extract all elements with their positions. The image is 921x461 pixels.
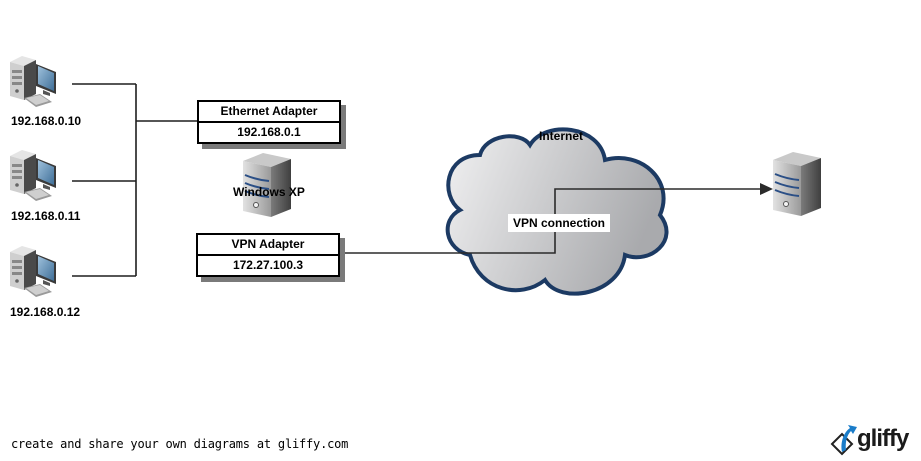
ethernet-adapter-title: Ethernet Adapter bbox=[199, 102, 339, 123]
client-ip-3: 192.168.0.12 bbox=[10, 305, 81, 319]
client-ip-1: 192.168.0.10 bbox=[11, 114, 82, 128]
vpn-connection-label: VPN connection bbox=[508, 214, 611, 232]
workstation-icon-1 bbox=[10, 56, 56, 107]
ethernet-adapter-ip: 192.168.0.1 bbox=[237, 125, 301, 139]
workstation-icon-2 bbox=[10, 150, 56, 201]
client-ip-2: 192.168.0.11 bbox=[11, 209, 81, 223]
vpn-adapter-title: VPN Adapter bbox=[198, 235, 338, 256]
arrow-head-icon bbox=[760, 183, 773, 195]
cloud-label: Internet bbox=[539, 129, 584, 143]
vpn-adapter-box: VPN Adapter 172.27.100.3 bbox=[196, 233, 340, 277]
lan-connectors bbox=[72, 83, 197, 277]
vpn-adapter-ip: 172.27.100.3 bbox=[232, 258, 304, 272]
ethernet-adapter-box: Ethernet Adapter 192.168.0.1 bbox=[197, 100, 341, 144]
internet-cloud bbox=[445, 127, 669, 296]
gliffy-logo-icon[interactable] bbox=[830, 424, 860, 456]
remote-server-icon bbox=[772, 151, 822, 217]
gliffy-brand[interactable]: gliffy bbox=[857, 425, 909, 452]
workstation-icon-3 bbox=[10, 246, 56, 297]
gateway-label: Windows XP bbox=[233, 185, 305, 199]
footer-tagline[interactable]: create and share your own diagrams at gl… bbox=[11, 437, 349, 451]
